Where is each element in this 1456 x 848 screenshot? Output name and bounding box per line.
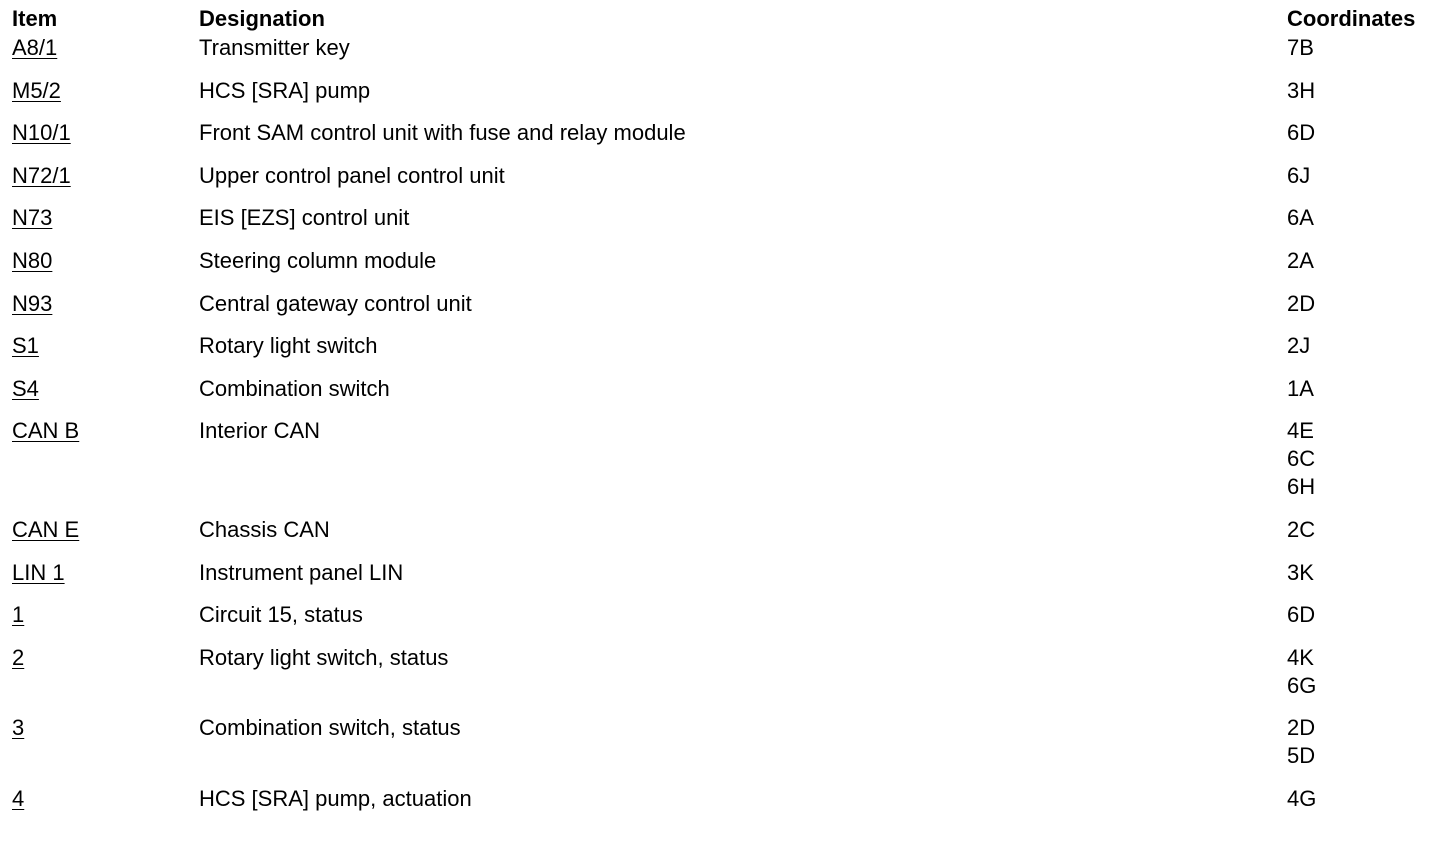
coordinates-cell: 6A — [1287, 204, 1314, 232]
table-row: N10/1 Front SAM control unit with fuse an… — [12, 119, 1442, 162]
coordinates-cell: 2C — [1287, 516, 1315, 544]
item-link[interactable]: N10/1 — [12, 120, 71, 146]
designation-text: Instrument panel LIN — [199, 559, 404, 585]
item-link[interactable]: M5/2 — [12, 77, 61, 103]
legend-header-row: Item Designation Coordinates — [12, 4, 1442, 34]
coordinate-value: 4G — [1287, 785, 1317, 811]
designation-text: Upper control panel control unit — [199, 162, 505, 188]
designation-text: Central gateway control unit — [199, 290, 472, 316]
coordinate-value: 2J — [1287, 333, 1311, 359]
item-link[interactable]: 4 — [12, 785, 25, 811]
designation-text: Circuit 15, status — [199, 602, 363, 628]
coordinate-value: 2C — [1287, 516, 1316, 542]
item-link[interactable]: A8/1 — [12, 35, 58, 60]
table-row: CAN E Chassis CAN 2C — [12, 516, 1442, 559]
coordinates-cell: 2A — [1287, 247, 1314, 275]
item-link[interactable]: 3 — [12, 715, 25, 741]
coordinates-cell: 4G — [1287, 785, 1316, 813]
coordinates-cell: 3K — [1287, 559, 1314, 587]
coordinate-value: 7B — [1287, 35, 1314, 60]
item-link[interactable]: N72/1 — [12, 162, 71, 188]
coordinates-cell: 6J — [1287, 162, 1310, 190]
table-row: S4 Combination switch 1A — [12, 375, 1442, 418]
designation-text: Combination switch — [199, 375, 390, 401]
table-row: M5/2 HCS [SRA] pump 3H — [12, 77, 1442, 120]
coordinates-cell: 2J — [1287, 332, 1310, 360]
designation-text: EIS [EZS] control unit — [199, 205, 410, 231]
item-link[interactable]: 2 — [12, 644, 25, 670]
item-link[interactable]: S4 — [12, 375, 39, 401]
coordinate-value: 3H — [1287, 77, 1316, 103]
coordinate-value: 6H — [1287, 474, 1316, 500]
legend-rows: A8/1 Transmitter key 7B M5/2 HCS [SRA] pump 3… — [12, 34, 1442, 828]
coordinate-value: 6C — [1287, 446, 1316, 472]
table-row: N93 Central gateway control unit 2D — [12, 290, 1442, 333]
coordinates-cell: 3H — [1287, 77, 1315, 105]
coordinate-value: 2D — [1287, 715, 1316, 741]
coordinate-value: 6A — [1287, 205, 1314, 231]
designation-text: HCS [SRA] pump, actuation — [199, 785, 472, 811]
coordinate-value: 3K — [1287, 559, 1314, 585]
table-row: A8/1 Transmitter key 7B — [12, 34, 1442, 77]
coordinate-value: 4K — [1287, 644, 1314, 670]
table-row: 1 Circuit 15, status 6D — [12, 601, 1442, 644]
coordinates-cell: 2D — [1287, 290, 1315, 318]
coordinate-value: 2A — [1287, 247, 1314, 273]
table-row: N80 Steering column module 2A — [12, 247, 1442, 290]
designation-text: Steering column module — [199, 247, 437, 273]
header-coordinates: Coordinates — [1287, 6, 1416, 31]
item-link[interactable]: 1 — [12, 602, 25, 628]
item-link[interactable]: N93 — [12, 290, 53, 316]
coordinate-value: 2D — [1287, 290, 1316, 316]
coordinates-cell: 1A — [1287, 375, 1314, 403]
designation-text: Rotary light switch, status — [199, 644, 449, 670]
designation-text: Chassis CAN — [199, 516, 330, 542]
coordinates-cell: 7B — [1287, 34, 1314, 62]
table-row: LIN 1 Instrument panel LIN 3K — [12, 559, 1442, 602]
designation-text: Interior CAN — [199, 418, 321, 444]
coordinate-value: 1A — [1287, 375, 1314, 401]
coordinates-cell: 6D — [1287, 601, 1315, 629]
coordinate-value: 6G — [1287, 672, 1317, 698]
coordinate-value: 6J — [1287, 162, 1311, 188]
item-link[interactable]: S1 — [12, 333, 39, 359]
item-link[interactable]: CAN B — [12, 418, 80, 444]
table-row: N72/1 Upper control panel control unit 6J — [12, 162, 1442, 205]
header-designation: Designation — [199, 6, 325, 31]
item-link[interactable]: N80 — [12, 247, 53, 273]
designation-text: Rotary light switch — [199, 333, 378, 359]
item-link[interactable]: LIN 1 — [12, 559, 65, 585]
coordinate-value: 6D — [1287, 602, 1316, 628]
coordinate-value: 6D — [1287, 120, 1316, 146]
designation-text: Front SAM control unit with fuse and rel… — [199, 120, 686, 146]
coordinates-cell: 6D — [1287, 119, 1315, 147]
coordinate-value: 4E — [1287, 418, 1314, 444]
table-row: S1 Rotary light switch 2J — [12, 332, 1442, 375]
component-legend-table: Item Designation Coordinates A8/1 Transmi… — [12, 4, 1442, 828]
item-link[interactable]: CAN E — [12, 516, 80, 542]
coordinate-value: 5D — [1287, 743, 1316, 769]
table-row: 4 HCS [SRA] pump, actuation 4G — [12, 785, 1442, 828]
table-row: N73 EIS [EZS] control unit 6A — [12, 204, 1442, 247]
designation-text: HCS [SRA] pump — [199, 77, 371, 103]
designation-text: Combination switch, status — [199, 715, 461, 741]
designation-text: Transmitter key — [199, 35, 350, 60]
header-item: Item — [12, 6, 58, 31]
item-link[interactable]: N73 — [12, 205, 53, 231]
